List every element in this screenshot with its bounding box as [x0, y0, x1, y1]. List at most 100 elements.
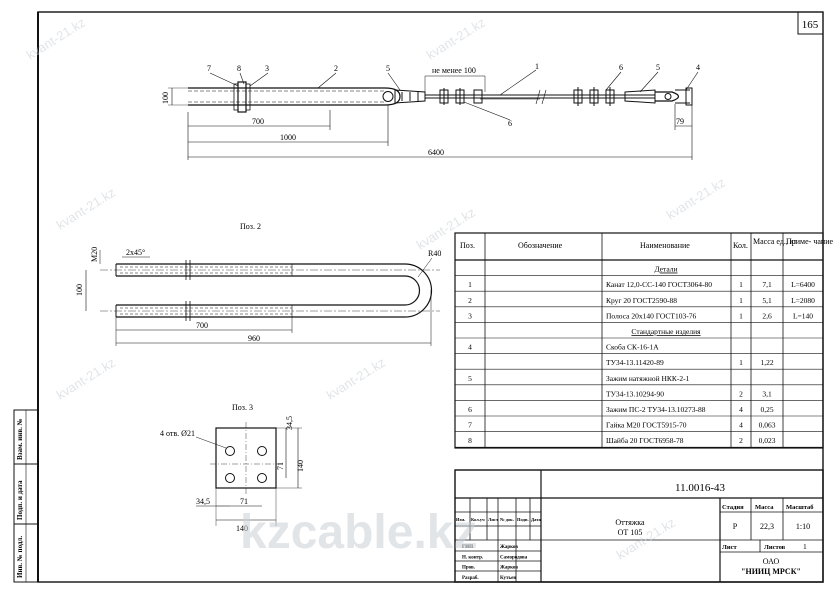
title-block-text: 11.0016-43 Оттяжка ОТ 105 Стадия Масса М… [456, 482, 814, 581]
stage-value: Р [733, 522, 738, 531]
dim-700: 700 [252, 117, 264, 126]
scale-value: 1:10 [796, 522, 810, 531]
callout-5b: 5 [656, 63, 660, 72]
col-izm: Изм. [456, 517, 465, 522]
spec-cell-name: ТУ34-13.10294-90 [606, 389, 664, 398]
watermark-6: kvant-21.kz [664, 175, 728, 223]
dim3-140-h: 140 [236, 524, 248, 533]
label-r40: R40 [428, 249, 441, 258]
spec-cell-name: ТУ34-13.11420-89 [606, 358, 664, 367]
pos2-title: Поз. 2 [240, 222, 261, 231]
dim-1000: 1000 [280, 133, 296, 142]
top-assembly-view [168, 69, 699, 160]
role-name: Жарков [500, 566, 518, 571]
role-name: Жарков [500, 545, 518, 550]
spec-cell-pos: 5 [468, 374, 472, 383]
col-date: Дата [531, 517, 541, 522]
spec-cell-pos: 6 [468, 405, 472, 414]
spec-cell-mass: 0,25 [760, 405, 773, 414]
role-title: Пров. [462, 566, 476, 571]
col-sign: Подп. [517, 517, 529, 522]
spec-cell-pos: 3 [468, 311, 472, 320]
spec-cell-pos: 2 [468, 296, 472, 305]
pos3-title: Поз. 3 [232, 403, 253, 412]
callout-5: 5 [386, 64, 390, 73]
title-line1: Оттяжка [615, 518, 645, 527]
sheet-label: Лист [722, 544, 737, 551]
dim-79: 79 [676, 117, 684, 126]
sheets-label: Листов [764, 544, 786, 551]
stamp-sign-date: Подп. и дата [16, 480, 24, 520]
callout-7: 7 [207, 64, 211, 73]
dim3-140-v: 140 [296, 460, 305, 472]
org-line1: ОАО [763, 557, 780, 566]
dim-6400: 6400 [428, 148, 444, 157]
role-name: Кутьев [500, 576, 516, 581]
hdr-note: Приме- чание [786, 237, 833, 246]
dim2-700: 700 [196, 321, 208, 330]
watermark-1: kvant-21.kz [24, 15, 88, 63]
spec-row: Детали [455, 265, 823, 276]
dim2-960: 960 [248, 334, 260, 343]
pos3-labels: 4 отв. Ø21 34,5 71 140 34,5 71 140 [160, 416, 305, 533]
watermark-3: kvant-21.kz [54, 185, 118, 233]
dim3-71-v: 71 [276, 462, 285, 470]
callout-6b: 6 [619, 63, 623, 72]
role-title: ГИП [462, 545, 473, 550]
page-number-box [797, 11, 824, 35]
dim3-345-h: 34,5 [196, 497, 210, 506]
spec-cell-pos: 8 [468, 436, 472, 445]
role-title: Н. контр. [462, 555, 484, 560]
dim3-345-v: 34,5 [285, 416, 294, 430]
spec-cell-name: Стандартные изделия [631, 327, 701, 336]
top-view-labels: 7 8 3 2 5 1 6 6 5 4 не менее 100 100 700… [161, 62, 700, 157]
scale-label: Масштаб [786, 504, 814, 511]
spec-cell-qty: 1 [739, 358, 743, 367]
dim2-100: 100 [75, 284, 84, 296]
callout-8: 8 [237, 64, 241, 73]
stamp-inv-original: Инв. № подл. [16, 536, 24, 578]
spec-headers: Поз. Обозначение Наименование Кол. Масса… [460, 237, 833, 250]
watermark-5: kvant-21.kz [324, 355, 388, 403]
spec-cell-mass: 1,22 [760, 358, 773, 367]
spec-cell-name: Гайка М20 ГОСТ5915-70 [606, 421, 687, 430]
org-line2: "НИИЦ МРСК" [741, 567, 801, 576]
spec-cell-name: Скоба СК-16-1А [606, 343, 659, 352]
label-chamfer: 2x45° [126, 248, 145, 257]
title-block [454, 469, 824, 583]
spec-cell-pos: 7 [468, 421, 472, 430]
spec-cell-name: Шайба 20 ГОСТ6958-78 [606, 436, 684, 445]
spec-cell-qty: 2 [739, 389, 743, 398]
mass-value: 22,3 [760, 522, 774, 531]
spec-cell-mass: 5,1 [762, 296, 772, 305]
spec-cell-name: Канат 12,0-СС-140 ГОСТ3064-80 [606, 280, 712, 289]
dim-100: 100 [161, 92, 170, 104]
spec-cell-qty: 2 [739, 436, 743, 445]
col-doc: № док. [500, 517, 514, 522]
pos2-labels: M20 2x45° R40 100 700 960 [75, 247, 441, 343]
spec-cell-note: L=6400 [791, 280, 815, 289]
spec-cell-qty: 4 [739, 421, 743, 430]
hdr-mass: Масса ед., кг [753, 237, 798, 246]
role-title: Разраб. [462, 576, 479, 581]
spec-cell-qty: 1 [739, 311, 743, 320]
callout-3: 3 [265, 64, 269, 73]
spec-row: 7 Гайка М20 ГОСТ5915-70 4 0,063 [455, 421, 823, 432]
spec-cell-pos: 1 [468, 280, 472, 289]
spec-cell-note: L=140 [793, 311, 813, 320]
spec-cell-mass: 0,023 [759, 436, 776, 445]
hdr-code: Обозначение [518, 241, 563, 250]
spec-cell-mass: 0,063 [759, 421, 776, 430]
spec-row: Стандартные изделия [455, 327, 823, 339]
spec-cell-name: Зажим ПС-2 ТУ34-13.10273-88 [606, 405, 706, 414]
spec-cell-name: Полоса 20х140 ГОСТ103-76 [606, 311, 696, 320]
stamp-replace-inv: Взам. инв. № [16, 418, 24, 460]
